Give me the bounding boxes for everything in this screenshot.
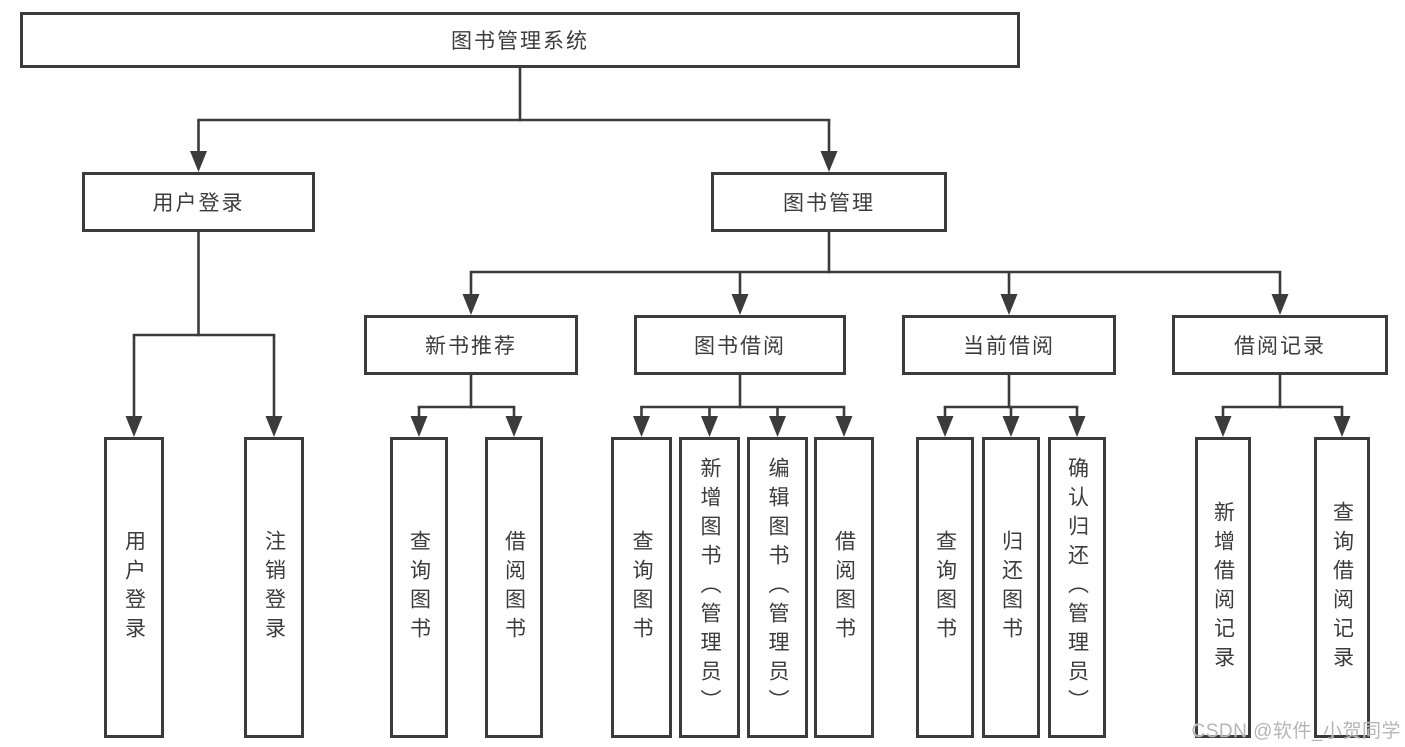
- arrowheads: [125, 151, 1351, 437]
- node-borrow-records: 借阅记录: [1172, 315, 1388, 375]
- leaf-edit-books-admin: 编辑图书（管理员）: [747, 437, 808, 738]
- node-user-login: 用户登录: [82, 172, 315, 232]
- leaf-query-books-recommend: 查询图书: [390, 437, 448, 738]
- leaf-borrow-books: 借阅图书: [814, 437, 874, 738]
- leaf-query-books-borrow: 查询图书: [611, 437, 672, 738]
- leaf-return-books: 归还图书: [982, 437, 1040, 738]
- leaf-query-books-current: 查询图书: [916, 437, 974, 738]
- node-book-management: 图书管理: [711, 172, 947, 232]
- leaf-query-borrow-record: 查询借阅记录: [1314, 437, 1370, 738]
- leaf-confirm-return-admin: 确认归还（管理员）: [1048, 437, 1106, 738]
- leaf-add-borrow-record: 新增借阅记录: [1195, 437, 1251, 738]
- node-current-borrow: 当前借阅: [902, 315, 1116, 375]
- node-root-system: 图书管理系统: [20, 12, 1020, 68]
- leaf-user-login: 用户登录: [104, 437, 164, 738]
- leaf-add-books-admin: 新增图书（管理员）: [679, 437, 740, 738]
- node-new-book-recommend: 新书推荐: [364, 315, 578, 375]
- leaf-borrow-books-recommend: 借阅图书: [485, 437, 543, 738]
- leaf-logout: 注销登录: [244, 437, 304, 738]
- watermark: CSDN @软件_小贺同学: [1191, 721, 1401, 742]
- node-book-borrow: 图书借阅: [634, 315, 846, 375]
